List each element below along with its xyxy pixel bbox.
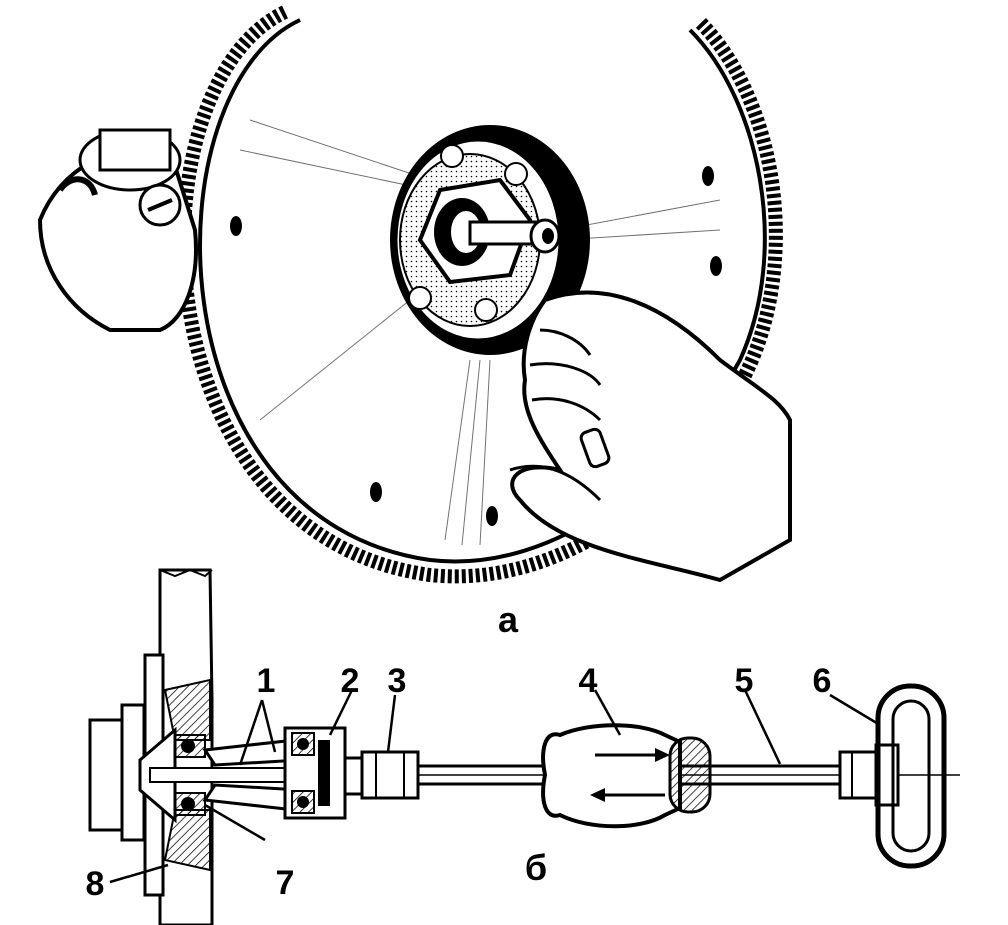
coupling-nut: [343, 750, 420, 800]
slide-hammer-weight: [541, 723, 712, 829]
flywheel-hub: [390, 125, 590, 355]
collet-body: [283, 726, 347, 820]
callout-labels: 1 2 3 4 5 6 7 8: [86, 662, 832, 903]
callout-7: 7: [276, 864, 295, 902]
engine-bracket: [37, 128, 198, 332]
callout-3: 3: [388, 662, 407, 700]
callout-6: 6: [813, 662, 832, 700]
bearing: [174, 734, 206, 816]
panel-a-label: а: [498, 599, 519, 640]
callout-2: 2: [341, 662, 360, 700]
callout-8: 8: [86, 865, 105, 903]
hand: [509, 290, 792, 583]
panel-a-drawing: [37, 5, 792, 584]
leader-lines: [109, 689, 881, 884]
callout-5: 5: [735, 662, 754, 700]
callout-1: 1: [257, 662, 276, 700]
panel-b-drawing: [88, 568, 960, 925]
panel-b-label: б: [525, 847, 547, 888]
t-handle: [838, 683, 947, 869]
callout-4: 4: [579, 662, 598, 700]
